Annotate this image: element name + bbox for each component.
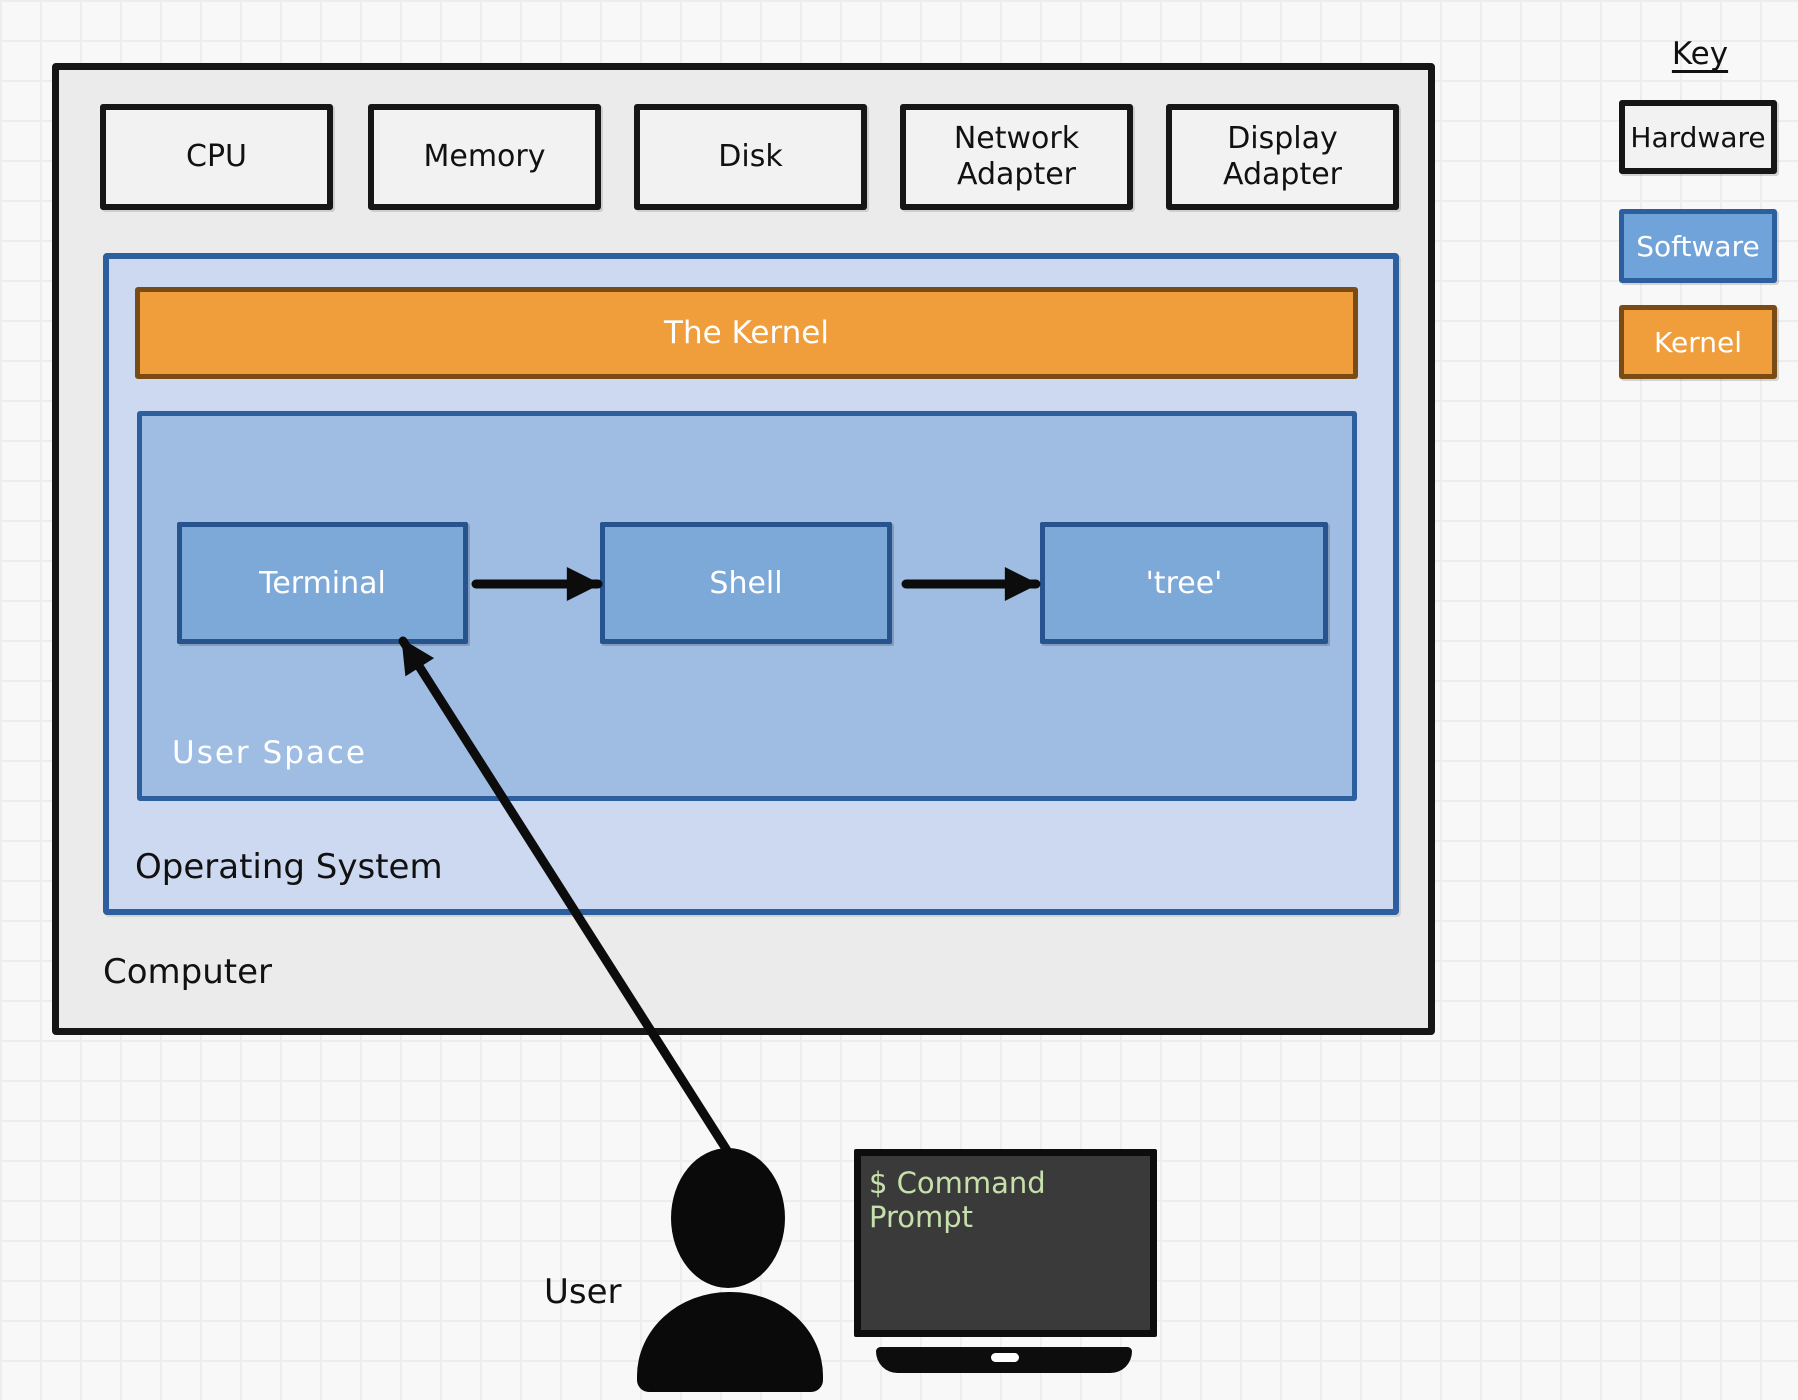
key-item-software-label: Software xyxy=(1636,229,1760,263)
app-box-shell-label: Shell xyxy=(709,565,783,601)
app-box-terminal-label: Terminal xyxy=(259,565,386,601)
hardware-box-display-adapter: Display Adapter xyxy=(1166,104,1399,210)
hardware-box-memory-label: Memory xyxy=(423,139,546,174)
user-head-icon xyxy=(671,1148,785,1288)
hardware-box-disk: Disk xyxy=(634,104,867,210)
user-body-icon xyxy=(637,1292,823,1392)
hardware-box-cpu-label: CPU xyxy=(186,139,247,174)
kernel-bar: The Kernel xyxy=(135,287,1358,379)
key-item-software: Software xyxy=(1619,209,1777,283)
key-title: Key xyxy=(1671,36,1729,72)
key-item-kernel-label: Kernel xyxy=(1654,325,1742,359)
hardware-box-display-adapter-label: Display Adapter xyxy=(1222,121,1343,192)
hardware-box-network-adapter: Network Adapter xyxy=(900,104,1133,210)
computer-label: Computer xyxy=(103,952,273,992)
key-item-hardware-label: Hardware xyxy=(1630,120,1766,154)
user-label: User xyxy=(544,1272,622,1312)
monitor-stand-notch xyxy=(991,1353,1019,1362)
monitor-screen-text: $ Command Prompt xyxy=(869,1166,1046,1234)
app-box-tree: 'tree' xyxy=(1040,522,1328,644)
kernel-label: The Kernel xyxy=(664,315,829,351)
user-space-label: User Space xyxy=(172,735,367,771)
operating-system-label: Operating System xyxy=(135,847,443,887)
hardware-box-memory: Memory xyxy=(368,104,601,210)
key-item-hardware: Hardware xyxy=(1619,100,1777,174)
hardware-box-cpu: CPU xyxy=(100,104,333,210)
app-box-shell: Shell xyxy=(600,522,892,644)
key-item-kernel: Kernel xyxy=(1619,305,1777,379)
monitor-screen: $ Command Prompt xyxy=(854,1149,1157,1337)
hardware-box-disk-label: Disk xyxy=(718,139,783,174)
app-box-tree-label: 'tree' xyxy=(1145,565,1223,601)
hardware-box-network-adapter-label: Network Adapter xyxy=(953,121,1080,192)
app-box-terminal: Terminal xyxy=(177,522,468,644)
